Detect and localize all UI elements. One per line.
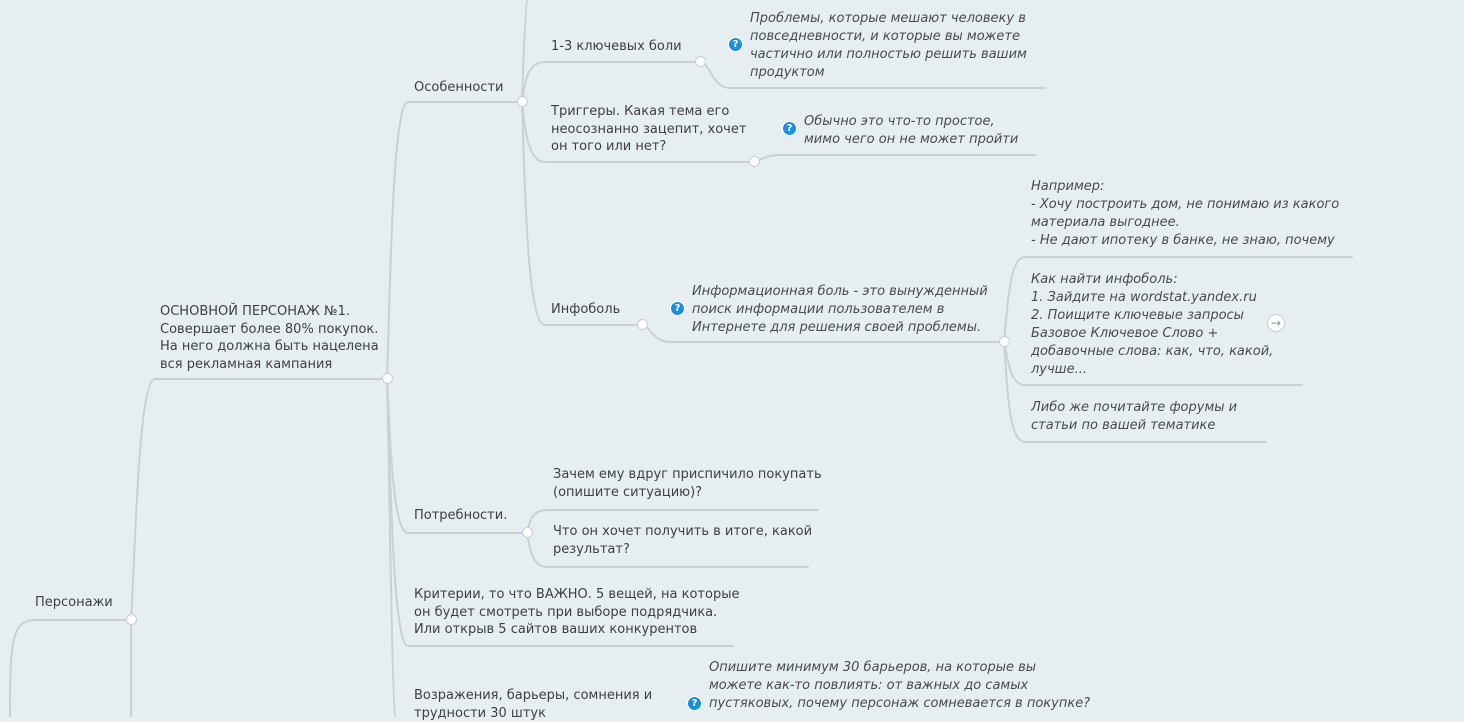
collapse-knob[interactable] [522, 527, 533, 538]
collapse-knob[interactable] [637, 319, 648, 330]
question-icon[interactable]: ? [688, 697, 701, 710]
note-forums: Либо же почитайте форумы и статьи по ваш… [1031, 400, 1238, 433]
collapse-knob[interactable] [999, 336, 1010, 347]
note-triggers: Обычно это что-то простое, мимо чего он … [804, 114, 1019, 147]
note-objections: Опишите минимум 30 барьеров, на которые … [709, 660, 1091, 711]
node-infobol[interactable]: Инфоболь [551, 302, 621, 317]
note-how-to-find: Как найти инфоболь: 1. Зайдите на wordst… [1031, 272, 1274, 377]
node-result[interactable]: Что он хочет получить в итоге, какой рез… [553, 524, 813, 557]
collapse-knob[interactable] [126, 614, 137, 625]
question-icon[interactable]: ? [729, 38, 742, 51]
note-key-pains: Проблемы, которые мешают человеку в повс… [750, 11, 1027, 80]
note-infobol: Информационная боль - это вынужденный по… [692, 284, 988, 335]
expand-arrow-icon[interactable]: → [1267, 314, 1285, 332]
node-why-buy[interactable]: Зачем ему вдруг приспичило покупать (опи… [553, 467, 822, 500]
collapse-knob[interactable] [517, 96, 528, 107]
collapse-knob[interactable] [749, 156, 760, 167]
note-example: Например: - Хочу построить дом, не поним… [1031, 179, 1340, 248]
node-personazhi[interactable]: Персонажи [35, 595, 113, 610]
node-criteria[interactable]: Критерии, то что ВАЖНО. 5 вещей, на кото… [414, 587, 740, 637]
node-main-persona[interactable]: ОСНОВНОЙ ПЕРСОНАЖ №1. Совершает более 80… [160, 304, 379, 372]
node-key-pains[interactable]: 1-3 ключевых боли [551, 39, 682, 54]
node-osobennosti[interactable]: Особенности [414, 80, 504, 95]
collapse-knob[interactable] [382, 373, 393, 384]
node-potrebnosti[interactable]: Потребности. [414, 508, 508, 523]
node-triggers[interactable]: Триггеры. Какая тема его неосознанно зац… [551, 104, 747, 154]
question-icon[interactable]: ? [671, 302, 684, 315]
question-icon[interactable]: ? [783, 122, 796, 135]
collapse-knob[interactable] [695, 56, 706, 67]
